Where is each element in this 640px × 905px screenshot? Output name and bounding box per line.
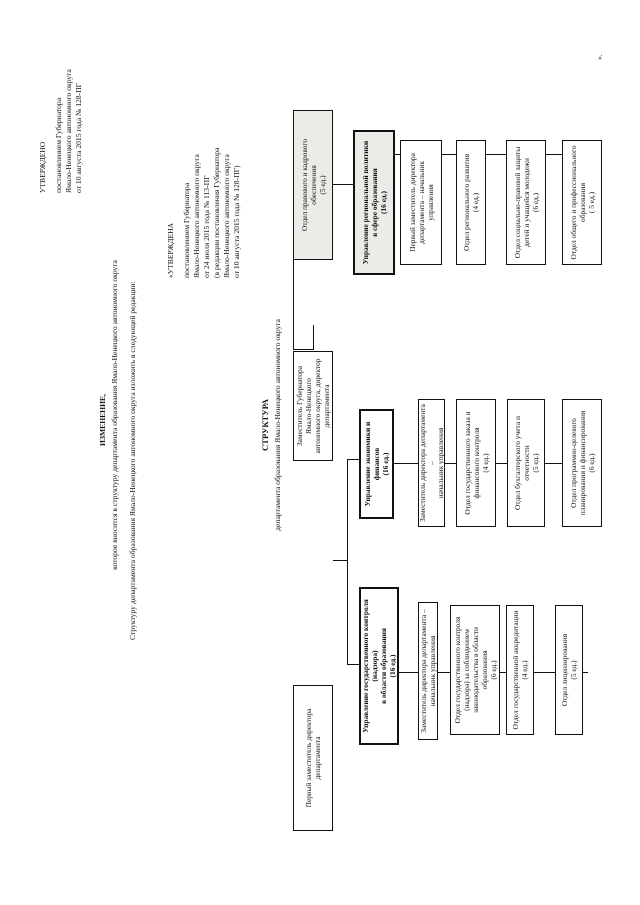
connector <box>293 349 313 350</box>
connector <box>313 325 314 350</box>
economics-deputy-box: Заместитель директора департамента – нач… <box>418 399 445 527</box>
quoted-approval-line: от 24 июля 2015 года № 113-ПГ <box>202 175 211 278</box>
connector <box>347 459 359 460</box>
control-department-1: Отдел государственного контроля (надзора… <box>450 605 500 735</box>
quoted-approval-line: Ямало-Ненецкого автономного округа <box>192 154 201 278</box>
legal-department-box: Отдел правового и кадрового обеспечения … <box>293 110 333 260</box>
quoted-approval-line: (в редакции постановления Губернатора <box>212 147 221 278</box>
connector <box>293 260 294 350</box>
policy-department-3: Отдел социально-правовой защиты детей и … <box>506 140 546 265</box>
connector <box>333 560 347 561</box>
quoted-approval-heading: «УТВЕРЖДЕНА <box>166 222 175 278</box>
closing-quote: ». <box>595 54 604 60</box>
connector <box>399 672 418 673</box>
policy-department-4: Отдел общего и профессионального образов… <box>562 140 602 265</box>
policy-first-deputy-box: Первый заместитель директора департамент… <box>400 140 442 265</box>
structure-title: СТРУКТУРА <box>260 399 270 451</box>
quoted-approval-line: от 10 августа 2015 года № 128-ПГ) <box>232 165 241 278</box>
economics-department-box: Управление экономики и финансов (16 ед.) <box>359 409 394 519</box>
quoted-approval-line: Ямало-Ненецкого автономного округа <box>222 154 231 278</box>
amendment-subtitle: которое вносится в структуру департамент… <box>110 260 119 570</box>
control-department-box: Управление государственного контроля (на… <box>359 587 399 745</box>
amendment-body: Структуру департамента образования Ямало… <box>128 281 137 640</box>
quoted-approval-line: постановлением Губернатора <box>182 182 191 278</box>
structure-subtitle: департамента образования Ямало-Ненецкого… <box>273 319 282 531</box>
economics-department-2: Отдел бухгалтерского учета и отчетности … <box>507 399 545 527</box>
first-deputy-box: Первый заместитель директора департамент… <box>293 685 333 831</box>
control-deputy-box: Заместитель директора департамента – нач… <box>418 602 438 740</box>
approval-line: Ямало-Ненецкого автономного округа <box>64 69 73 193</box>
connector <box>347 460 348 665</box>
connector <box>347 664 359 665</box>
approval-line: от 10 августа 2015 года № 128-ПГ <box>74 83 83 193</box>
economics-department-3: Отдел программно-целевого планирования и… <box>562 399 602 527</box>
approval-heading: УТВЕРЖДЕНО <box>38 141 47 193</box>
approval-line: постановлением Губернатора <box>54 97 63 193</box>
connector <box>394 463 418 464</box>
policy-department-2: Отдел регионального развития (4 ед.) <box>456 140 486 265</box>
deputy-governor-box: Заместитель Губернатора Ямало-Ненецкого … <box>293 351 333 461</box>
amendment-title: ИЗМЕНЕНИЕ, <box>98 394 107 446</box>
control-department-3: Отдел лицензирования (5 ед.) <box>555 605 583 735</box>
control-department-2: Отдел государственной аккредитации (4 ед… <box>506 605 534 735</box>
policy-department-box: Управление региональной политики в сфере… <box>353 130 395 275</box>
economics-department-1: Отдел государственного заказа и финансов… <box>456 399 496 527</box>
